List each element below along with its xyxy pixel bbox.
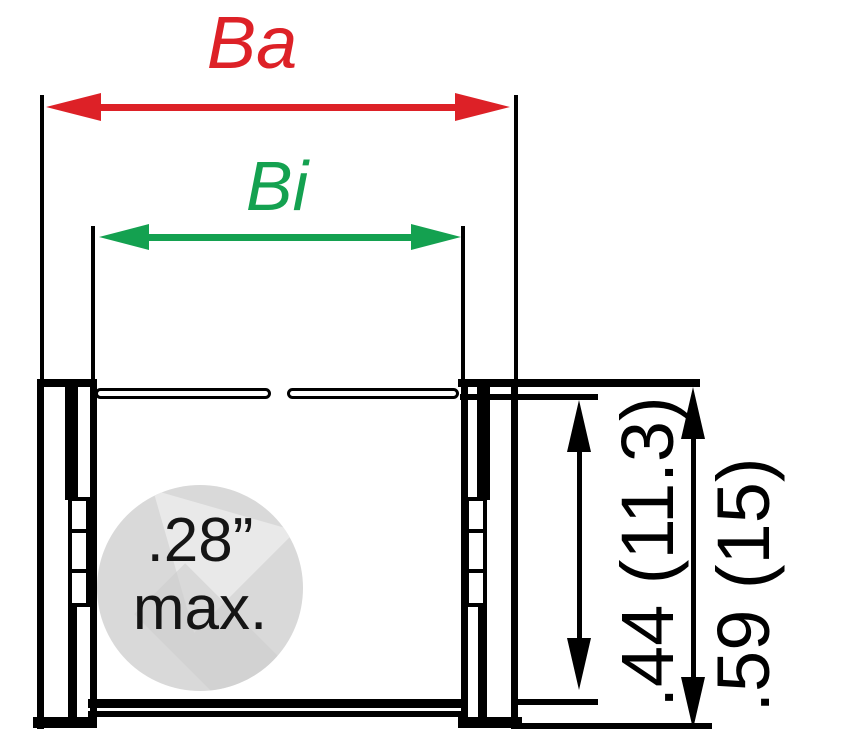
right-sidewall-bottom-cap [458, 717, 522, 728]
inner-height-arrowhead-up-icon [567, 400, 591, 452]
left-pin-notch-3 [68, 569, 90, 607]
inner-height-arrow-shaft [577, 430, 582, 645]
ba-extension-line-left [40, 95, 44, 382]
outer-height-extension-line-bottom [517, 723, 712, 729]
right-pin-notch-2 [465, 529, 487, 573]
outer-height-arrow-shaft [691, 410, 696, 710]
left-sidewall-bottom-cap [33, 717, 97, 728]
bi-dimension-arrow-shaft [144, 234, 416, 241]
left-sidewall-mid-bar-upper [65, 383, 78, 500]
top-crossbar-left-half [95, 388, 271, 399]
bi-extension-line-left [91, 226, 95, 382]
left-sidewall-mid-bar-lower [68, 604, 77, 722]
inner-height-arrowhead-down-icon [567, 638, 591, 690]
note-max-diameter-value: .28” [146, 506, 254, 575]
left-pin-notch-2 [68, 529, 90, 573]
bi-extension-line-right [461, 226, 465, 382]
outer-height-arrowhead-down-icon [681, 677, 705, 729]
inner-height-dimension-label: .44 (11.3) [606, 396, 689, 708]
note-circle: .28” max. [97, 485, 303, 691]
ba-extension-line-right [514, 95, 518, 382]
note-max-label: max. [132, 574, 268, 643]
ba-dimension-arrow-shaft [95, 104, 461, 111]
top-crossbar-right-half [287, 388, 459, 399]
outer-height-dimension-label: .59 (15) [702, 457, 785, 713]
bi-arrowhead-left-icon [99, 224, 149, 250]
left-sidewall-top-cap [37, 379, 97, 387]
right-pin-notch-3 [465, 569, 487, 607]
bottom-crossbar-outer-line [88, 699, 465, 708]
left-pin-notch-1 [68, 497, 90, 533]
bottom-crossbar-inner-line [88, 711, 465, 717]
right-sidewall-mid-bar-upper [477, 383, 490, 500]
left-sidewall-inner-face [90, 379, 97, 722]
inner-height-extension-line-bottom [517, 699, 598, 705]
right-sidewall-outer-face [511, 379, 518, 729]
outer-height-arrowhead-up-icon [681, 387, 705, 439]
right-sidewall-mid-bar-lower [478, 604, 487, 722]
left-sidewall-outer-face [37, 379, 44, 729]
bi-arrowhead-right-icon [411, 224, 461, 250]
outer-height-extension-line-top [518, 379, 700, 387]
ba-arrowhead-right-icon [455, 93, 510, 121]
ba-outer-width-label: Ba [206, 1, 298, 84]
ba-arrowhead-left-icon [46, 93, 101, 121]
right-sidewall-top-cap [458, 379, 518, 387]
bi-inner-width-label: Bi [245, 147, 309, 225]
right-pin-notch-1 [465, 497, 487, 533]
inner-height-extension-line-top [460, 394, 598, 400]
right-sidewall-inner-face [461, 379, 468, 722]
